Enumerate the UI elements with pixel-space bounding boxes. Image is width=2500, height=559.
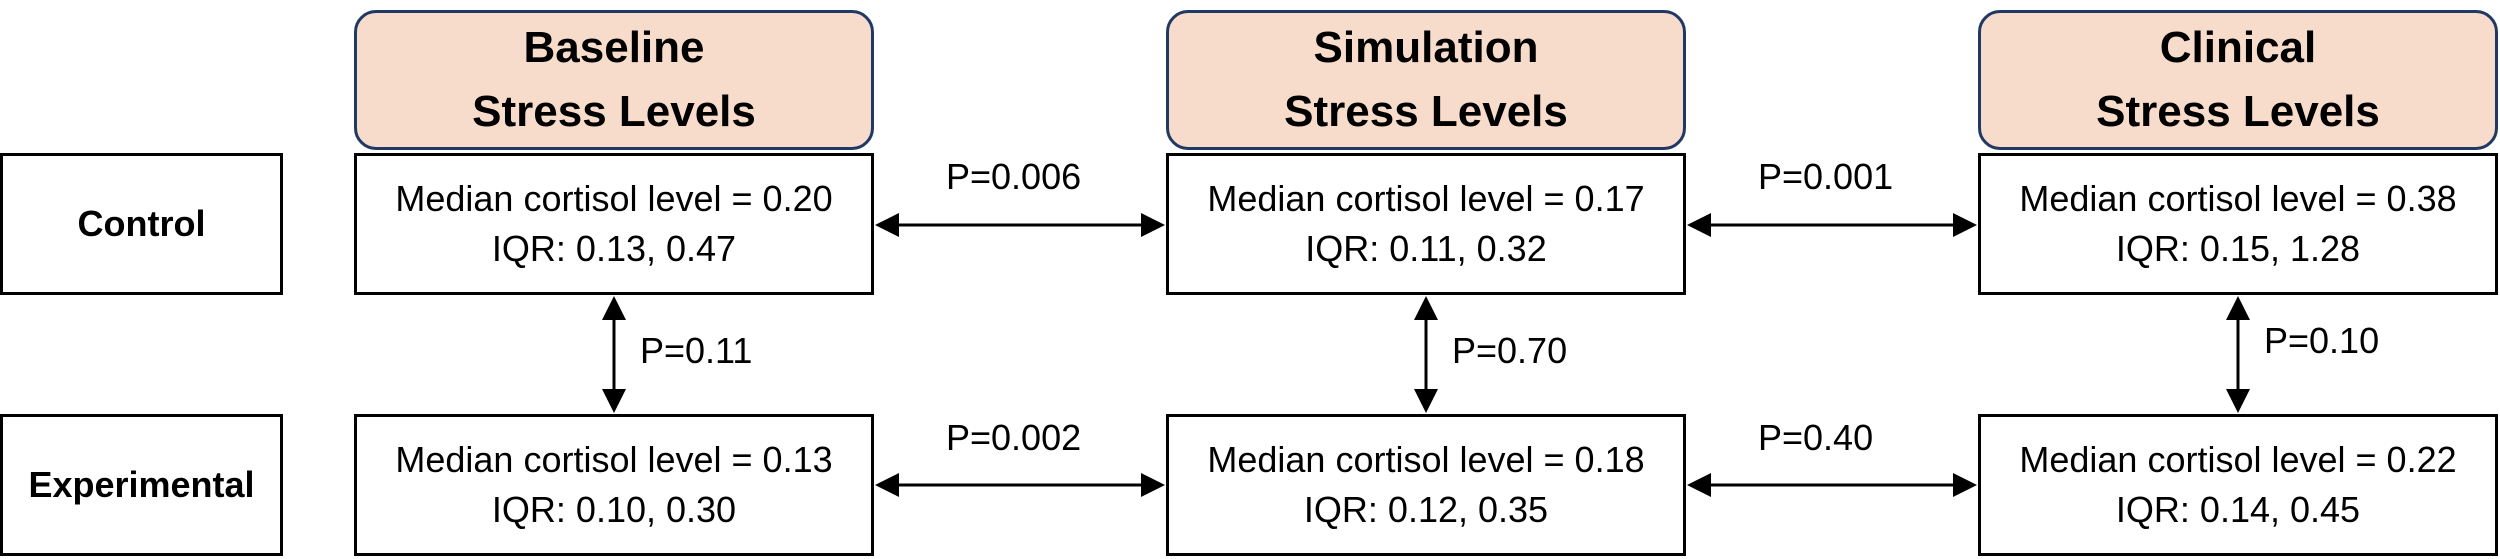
cell-control-clinical: Median cortisol level = 0.38 IQR: 0.15, … <box>1978 153 2498 295</box>
header-clinical: Clinical Stress Levels <box>1978 10 2498 150</box>
cell-control-simulation: Median cortisol level = 0.17 IQR: 0.11, … <box>1166 153 1686 295</box>
header-simulation-line2: Stress Levels <box>1284 87 1568 136</box>
header-clinical-line2: Stress Levels <box>2096 87 2380 136</box>
p-value-experimental-baseline-simulation: P=0.002 <box>946 417 1082 458</box>
header-baseline-line1: Baseline <box>523 23 705 72</box>
p-value-experimental-simulation-clinical: P=0.40 <box>1758 417 1874 458</box>
median-text: Median cortisol level = 0.38 <box>2019 178 2457 219</box>
cell-experimental-simulation: Median cortisol level = 0.18 IQR: 0.12, … <box>1166 414 1686 556</box>
iqr-text: IQR: 0.12, 0.35 <box>1303 489 1549 530</box>
p-value-clinical-control-experimental: P=0.10 <box>2264 320 2380 361</box>
cell-control-baseline: Median cortisol level = 0.20 IQR: 0.13, … <box>354 153 874 295</box>
cell-experimental-baseline: Median cortisol level = 0.13 IQR: 0.10, … <box>354 414 874 556</box>
iqr-text: IQR: 0.15, 1.28 <box>2115 228 2361 269</box>
median-text: Median cortisol level = 0.20 <box>395 178 833 219</box>
header-baseline-line2: Stress Levels <box>472 87 756 136</box>
iqr-text: IQR: 0.11, 0.32 <box>1305 228 1547 269</box>
cell-experimental-clinical: Median cortisol level = 0.22 IQR: 0.14, … <box>1978 414 2498 556</box>
p-value-control-baseline-simulation: P=0.006 <box>946 156 1082 197</box>
median-text: Median cortisol level = 0.22 <box>2019 439 2457 480</box>
median-text: Median cortisol level = 0.18 <box>1207 439 1645 480</box>
row-label-control: Control <box>0 153 283 295</box>
header-simulation: Simulation Stress Levels <box>1166 10 1686 150</box>
p-value-control-simulation-clinical: P=0.001 <box>1758 156 1894 197</box>
p-value-baseline-control-experimental: P=0.11 <box>640 330 753 371</box>
median-text: Median cortisol level = 0.17 <box>1207 178 1645 219</box>
header-baseline: Baseline Stress Levels <box>354 10 874 150</box>
p-value-simulation-control-experimental: P=0.70 <box>1452 330 1568 371</box>
iqr-text: IQR: 0.14, 0.45 <box>2115 489 2361 530</box>
iqr-text: IQR: 0.13, 0.47 <box>491 228 737 269</box>
header-simulation-line1: Simulation <box>1313 23 1539 72</box>
median-text: Median cortisol level = 0.13 <box>395 439 833 480</box>
iqr-text: IQR: 0.10, 0.30 <box>491 489 737 530</box>
header-clinical-line1: Clinical <box>2159 23 2317 72</box>
row-label-experimental: Experimental <box>0 414 283 556</box>
